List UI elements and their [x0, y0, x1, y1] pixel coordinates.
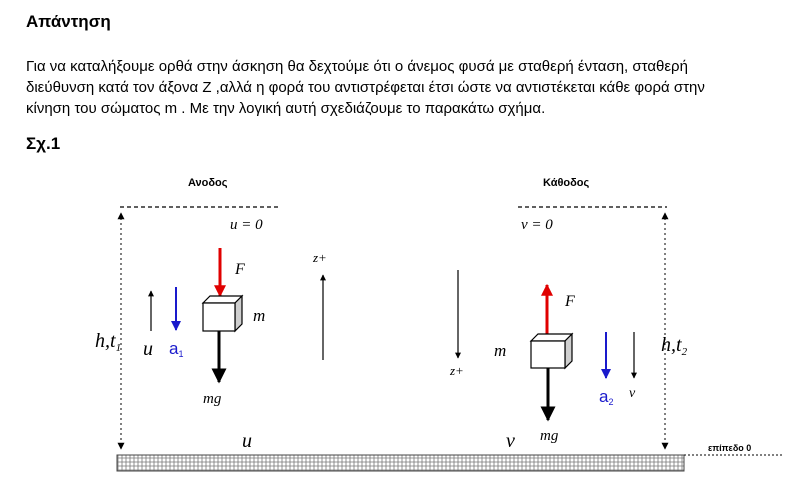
ascent-mass-label: m	[253, 306, 265, 325]
ascent-top-condition: u = 0	[230, 217, 263, 233]
descent-axis-label: z+	[449, 363, 464, 378]
ground-surface	[116, 454, 685, 472]
paragraph-line: διεύθυνση κατά τον άξονα Ζ ,αλλά η φορά …	[26, 79, 705, 96]
ascent-axis-label: z+	[312, 250, 327, 265]
ascent-force-label: F	[234, 261, 245, 278]
descent-mass-block	[529, 332, 574, 370]
paragraph-line: κίνηση του σώματος m . Με την λογική αυτ…	[26, 100, 546, 117]
paragraph-line: Για να καταλήξουμε ορθά στην άσκηση θα δ…	[26, 58, 688, 75]
ascent-ground-velocity: u	[242, 430, 252, 452]
descent-velocity-label: v	[629, 386, 636, 401]
descent-mass-label: m	[494, 341, 506, 360]
answer-heading: Απάντηση	[26, 12, 111, 31]
descent-title: Κάθοδος	[543, 177, 590, 189]
descent-weight-label: mg	[540, 428, 559, 444]
ground-level-label: επίπεδο 0	[708, 443, 751, 453]
ascent-acceleration-label: a1	[169, 339, 183, 359]
descent-force-label: F	[564, 293, 575, 310]
ascent-height-time-label: h,t1	[95, 330, 121, 354]
ascent-title: Ανοδος	[188, 177, 228, 189]
ascent-mass-block	[201, 294, 244, 333]
descent-acceleration-label: a2	[599, 387, 613, 407]
explanation-paragraph: Για να καταλήξουμε ορθά στην άσκηση θα δ…	[26, 56, 784, 119]
descent-top-condition: v = 0	[521, 217, 553, 233]
descent-ground-velocity: v	[506, 430, 515, 452]
ascent-velocity-label: u	[143, 338, 153, 360]
ascent-weight-label: mg	[203, 391, 222, 407]
figure-label: Σχ.1	[26, 134, 61, 153]
descent-height-time-label: h,t2	[661, 334, 688, 358]
